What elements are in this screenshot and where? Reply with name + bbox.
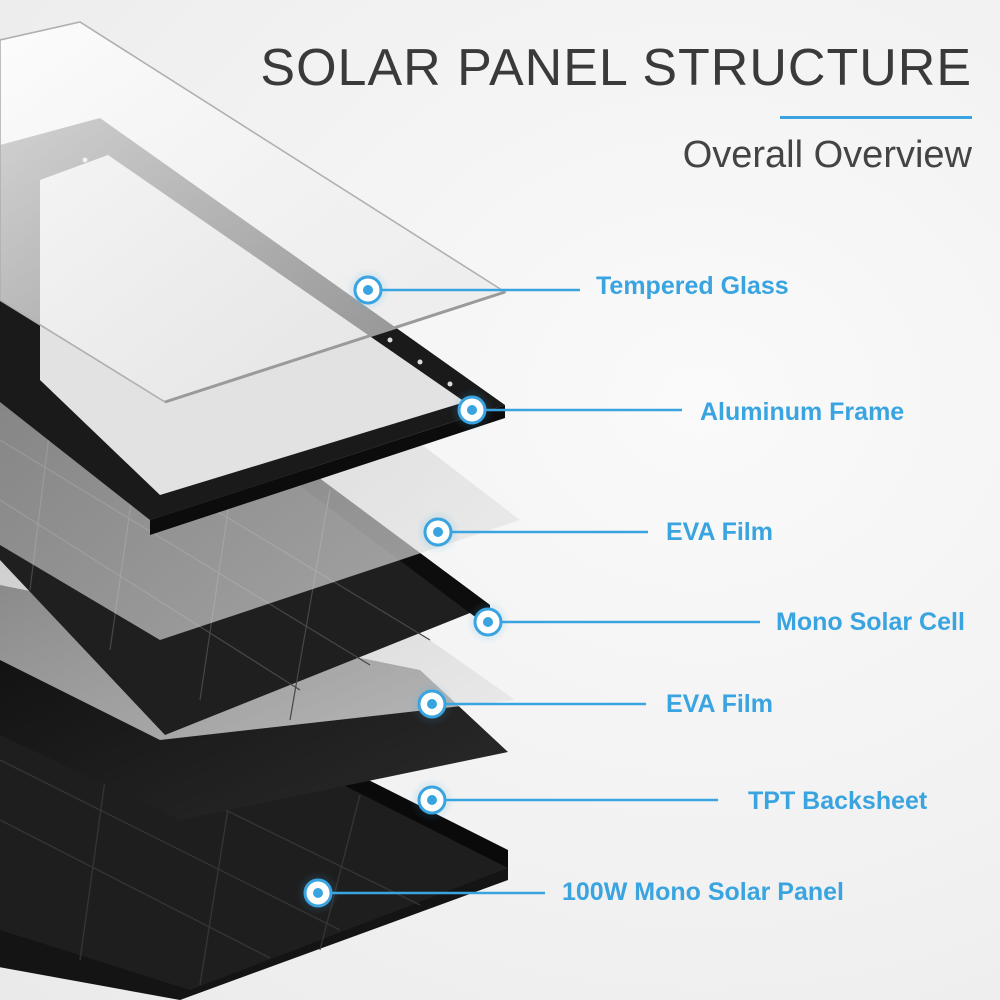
callout-label-eva-film-bottom: EVA Film — [666, 690, 773, 718]
eva-film-bottom-marker — [410, 682, 646, 726]
callout-leaders — [296, 268, 760, 915]
mono-solar-cell-marker — [466, 600, 760, 644]
solar-panel-marker — [296, 871, 545, 915]
aluminum-frame-marker — [450, 388, 682, 432]
title-divider — [780, 116, 972, 119]
callout-label-eva-film-top: EVA Film — [666, 518, 773, 546]
tempered-glass-marker — [346, 268, 580, 312]
callout-label-solar-panel: 100W Mono Solar Panel — [562, 878, 845, 906]
callout-label-tempered-glass: Tempered Glass — [596, 272, 789, 300]
callout-label-tpt-backsheet: TPT Backsheet — [748, 787, 928, 815]
eva-film-top-marker — [416, 510, 648, 554]
callout-label-aluminum-frame: Aluminum Frame — [700, 398, 905, 426]
tpt-backsheet-marker — [410, 778, 718, 822]
callout-label-mono-solar-cell: Mono Solar Cell — [776, 608, 965, 636]
page-subtitle: Overall Overview — [682, 134, 972, 176]
page-title: SOLAR PANEL STRUCTURE — [260, 39, 972, 97]
